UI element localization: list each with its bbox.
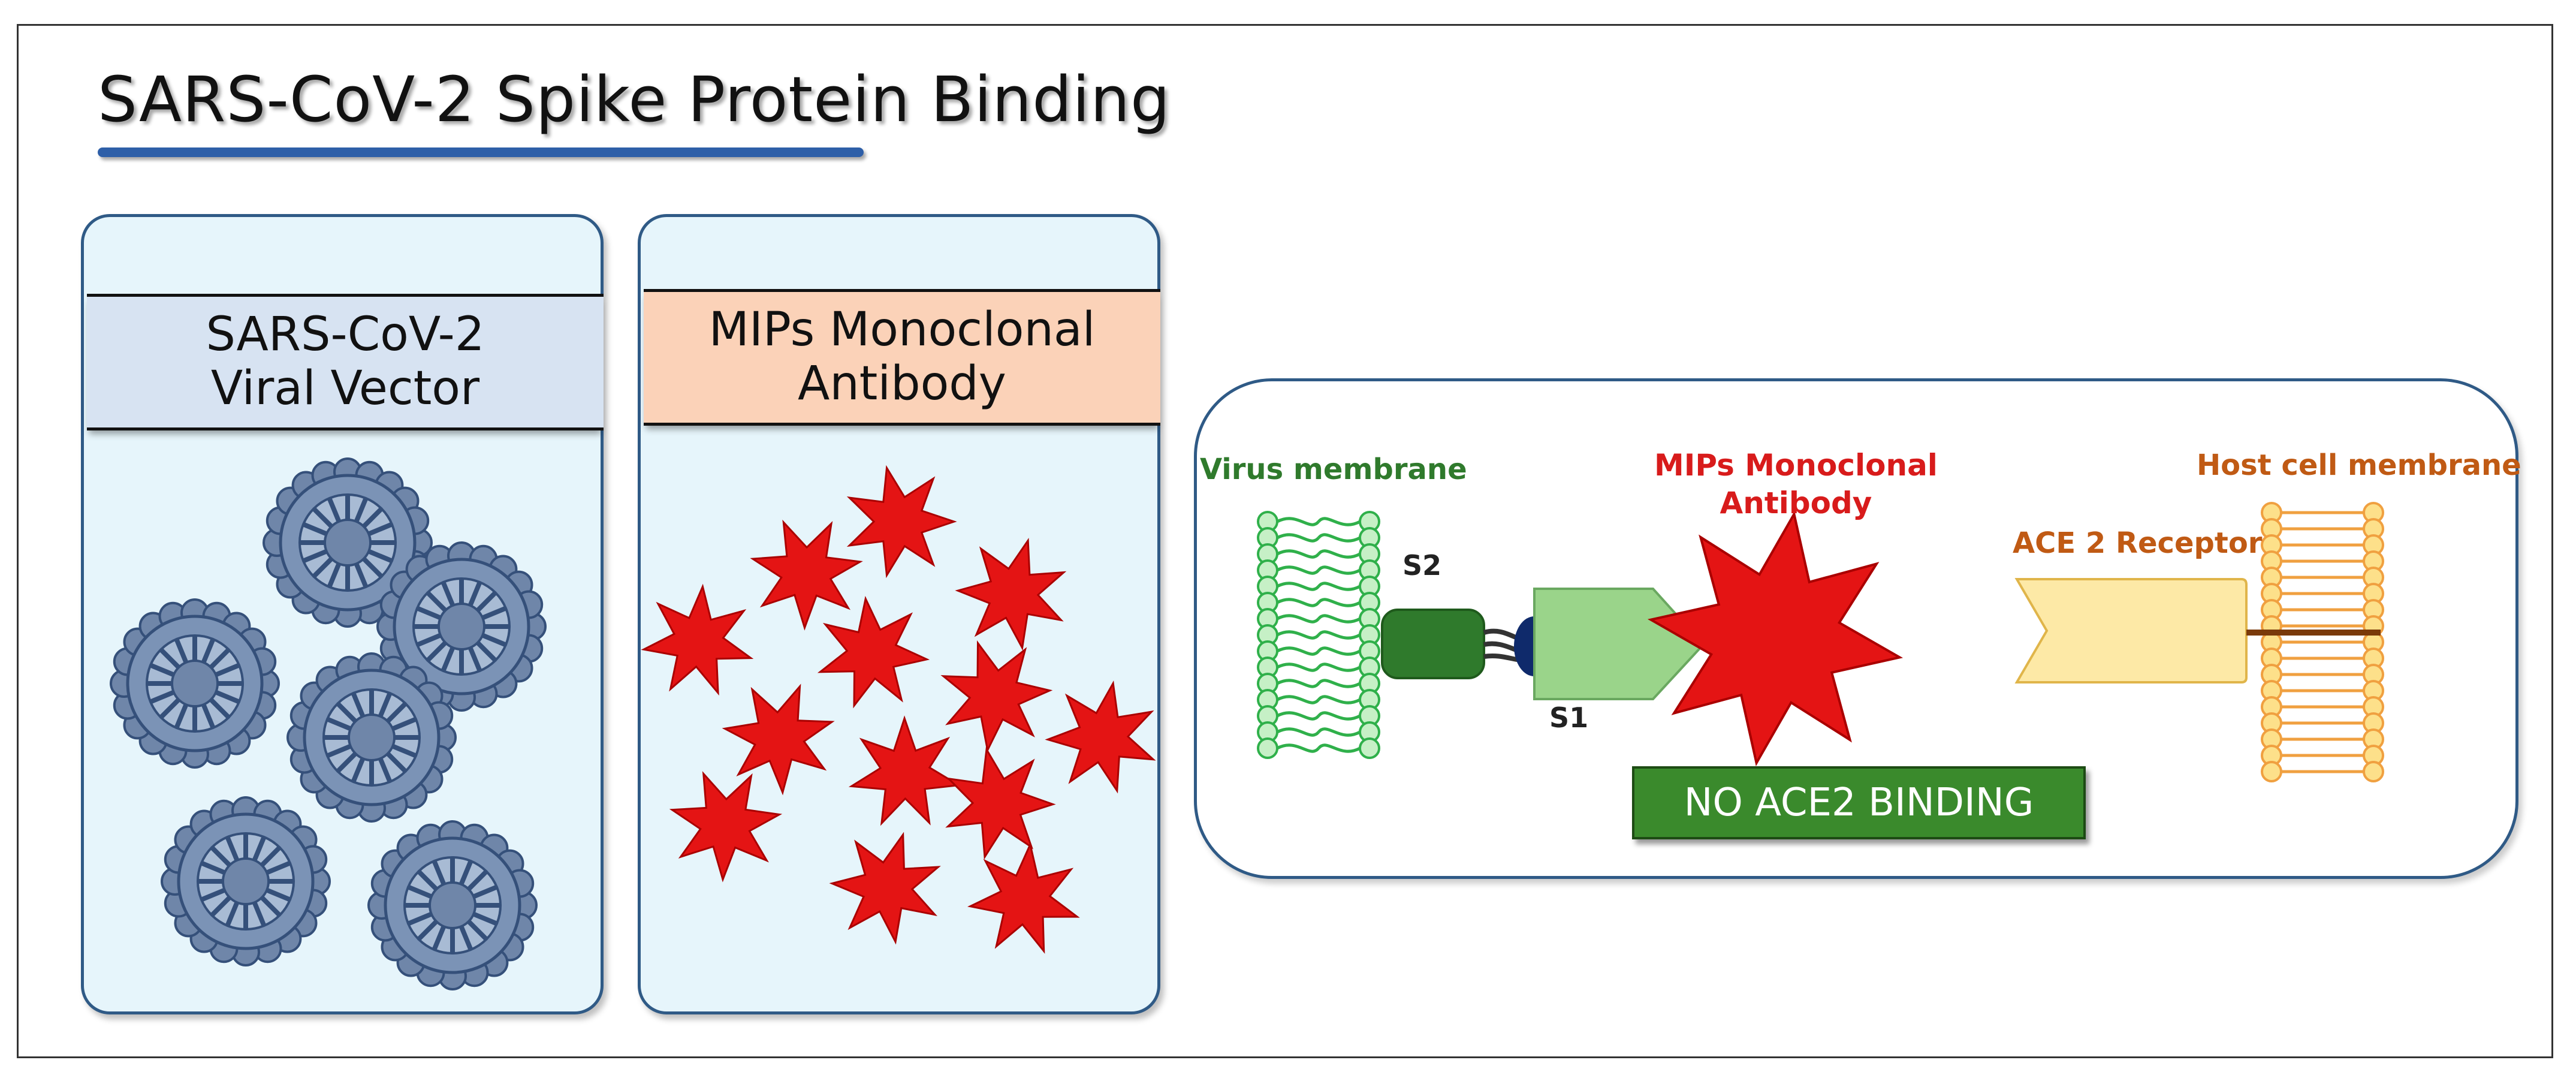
ace2-receptor-label: ACE 2 Receptor — [2013, 526, 2263, 560]
viral-vector-label-line1: SARS-CoV-2 — [206, 308, 485, 362]
antibody-star — [967, 841, 1080, 954]
viral-vector-banner: SARS-CoV-2 Viral Vector — [87, 294, 604, 430]
ace2-receptor-shape — [2014, 578, 2248, 683]
no-ace2-binding-badge: NO ACE2 BINDING — [1632, 766, 2086, 839]
virus-membrane-bilayer — [1257, 511, 1380, 759]
virus-particle — [376, 541, 547, 712]
s1-label: S1 — [1549, 701, 1589, 734]
antibody-star — [722, 683, 835, 796]
mips-antibody-label-line1: MIPs Monoclonal — [1654, 448, 1938, 483]
host-cell-membrane-bilayer — [2261, 502, 2384, 782]
antibody-star — [829, 832, 941, 945]
antibody-star — [750, 519, 863, 631]
host-cell-membrane-label: Host cell membrane — [2197, 448, 2521, 482]
virus-particles — [110, 457, 547, 990]
mips-antibody-label-line2: Antibody — [1720, 485, 1872, 520]
antibody-star — [848, 715, 962, 826]
virus-particle — [161, 796, 331, 966]
antibody-star — [641, 583, 754, 696]
antibody-star — [817, 595, 930, 709]
mips-antibody-shape — [1647, 510, 1904, 767]
antibody-star — [945, 746, 1056, 860]
antibody-star — [669, 771, 783, 883]
virus-particle — [110, 598, 280, 769]
antibody-stars — [641, 465, 1156, 954]
antibody-label-line1: MIPs Monoclonal — [708, 303, 1096, 357]
virus-membrane-label: Virus membrane — [1200, 453, 1467, 486]
antibody-banner: MIPs Monoclonal Antibody — [644, 289, 1160, 426]
antibody-star — [846, 465, 957, 579]
mips-antibody-label: MIPs Monoclonal Antibody — [1654, 447, 1938, 522]
virus-particle — [263, 457, 433, 628]
title-underline — [98, 147, 864, 157]
antibody-star — [1045, 680, 1156, 794]
s1-subunit-shape — [1533, 588, 1705, 700]
s2-label: S2 — [1402, 549, 1442, 582]
antibody-star — [955, 537, 1067, 651]
virus-particle — [367, 820, 538, 990]
antibody-label-line2: Antibody — [798, 357, 1006, 411]
s2-subunit-shape — [1381, 609, 1485, 679]
antibody-star — [940, 640, 1053, 753]
virus-particle — [286, 652, 457, 823]
viral-vector-label-line2: Viral Vector — [210, 362, 480, 415]
figure-title: SARS-CoV-2 Spike Protein Binding — [98, 63, 1171, 136]
